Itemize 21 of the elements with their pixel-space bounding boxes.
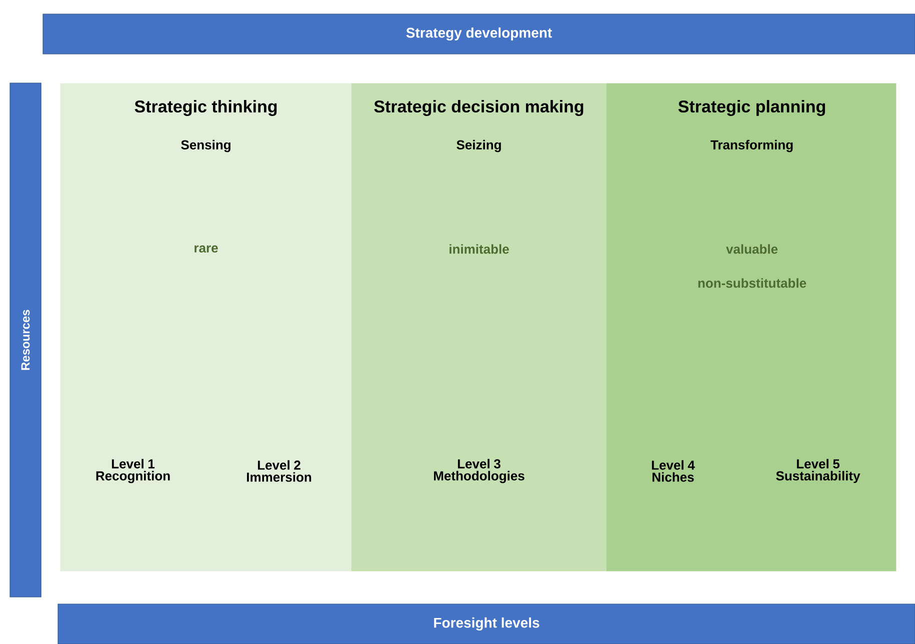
column-subheading: Sensing [181, 140, 230, 152]
column-heading: Strategic thinking [134, 100, 277, 116]
column-heading: Strategic planning [678, 100, 826, 116]
column-heading: Strategic decision making [374, 100, 584, 116]
band-banner: Strategy development [42, 14, 915, 54]
level-label: Level 4 Niches [652, 460, 695, 482]
attribute-text: rare [194, 245, 218, 253]
level-label: Level 5 Sustainability [776, 458, 860, 484]
column-subheading: Transforming [710, 140, 793, 152]
attribute-text: valuable [726, 244, 778, 254]
attribute-text: inimitable [450, 244, 509, 254]
attribute-text: non-substitutable [698, 278, 806, 288]
column-panel [606, 83, 896, 572]
level-label: Level 3 Methodologies [434, 458, 524, 484]
column-subheading: Seizing [456, 140, 501, 152]
band-banner: Foresight levels [58, 604, 915, 644]
band-banner: Resources [10, 82, 42, 598]
level-label: Level 2 Immersion [247, 460, 312, 482]
column-panel [351, 83, 606, 572]
level-label: Level 1 Recognition [96, 458, 170, 484]
column-panel [60, 83, 352, 572]
